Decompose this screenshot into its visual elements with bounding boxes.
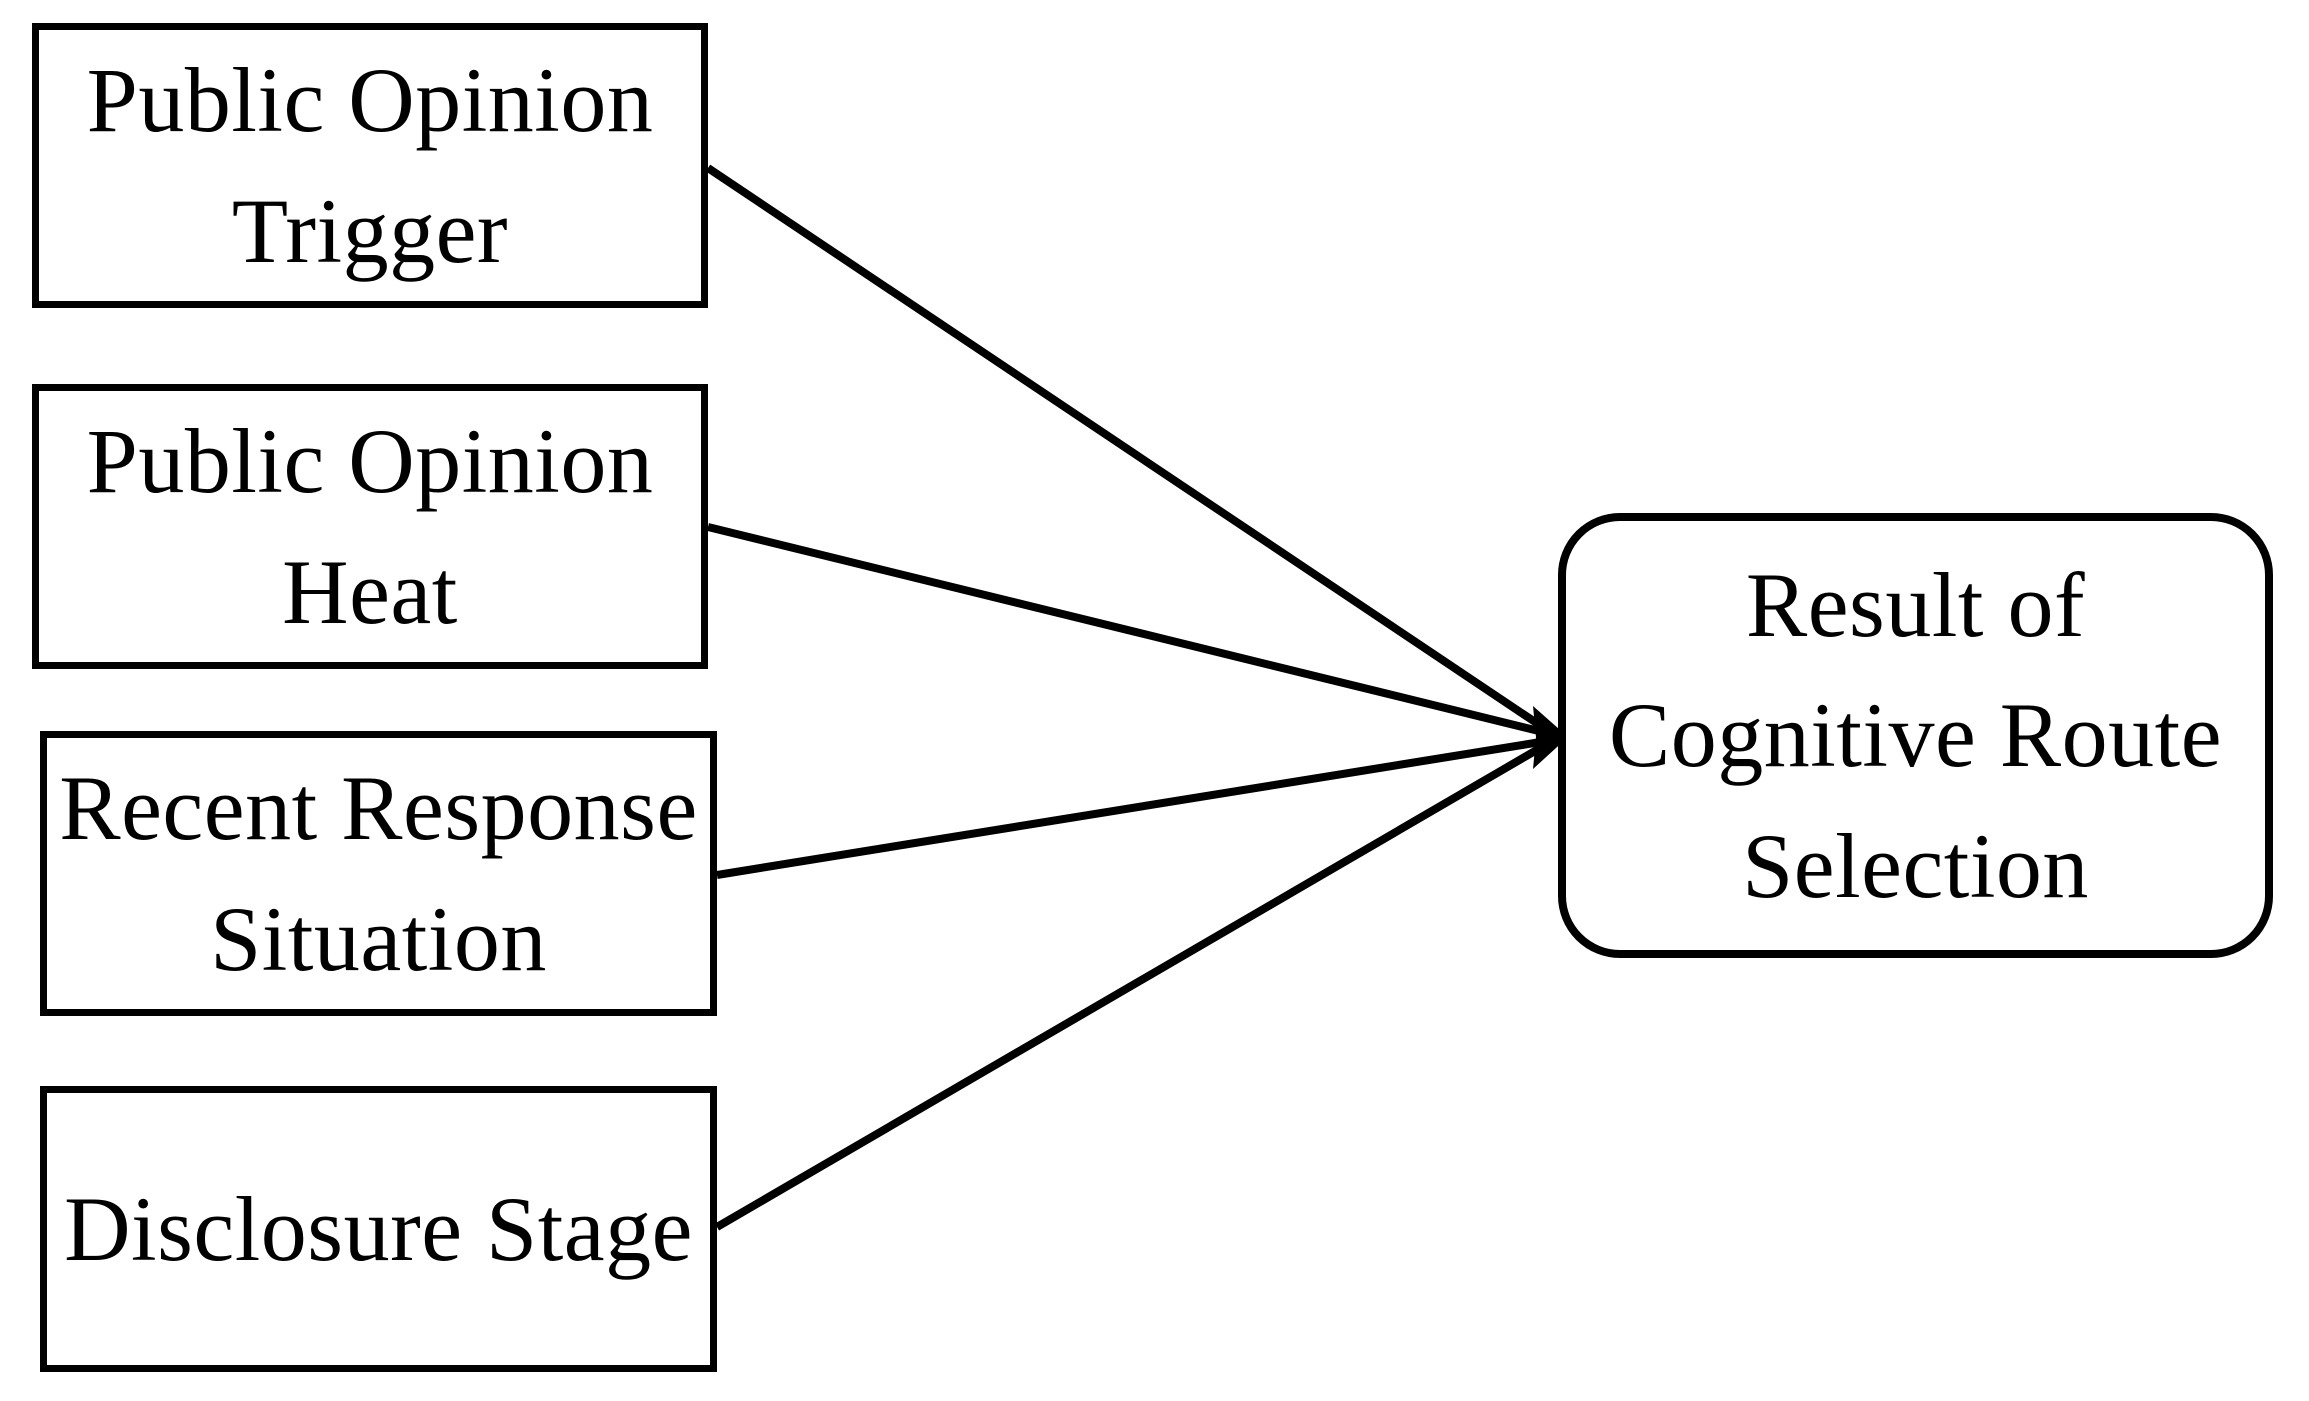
node-public-opinion-trigger-label: Public Opinion Trigger: [86, 48, 654, 282]
node-public-opinion-heat-label: Public Opinion Heat: [86, 409, 654, 643]
edge-disclosure-to-result: [714, 740, 1550, 1231]
node-cognitive-route-result-label: Result of Cognitive Route Selection: [1608, 553, 2223, 917]
edge-trigger-to-result: [705, 164, 1550, 734]
node-recent-response-situation-label: Recent Response Situation: [59, 756, 698, 990]
edge-heat-to-result: [707, 523, 1548, 737]
node-cognitive-route-result[interactable]: Result of Cognitive Route Selection: [1558, 513, 2273, 958]
node-disclosure-stage-label: Disclosure Stage: [64, 1177, 693, 1280]
node-recent-response-situation[interactable]: Recent Response Situation: [40, 731, 717, 1016]
node-public-opinion-heat[interactable]: Public Opinion Heat: [32, 384, 708, 669]
node-disclosure-stage[interactable]: Disclosure Stage: [40, 1086, 717, 1372]
node-public-opinion-trigger[interactable]: Public Opinion Trigger: [32, 23, 708, 308]
edge-recent-response-to-result: [716, 737, 1548, 879]
